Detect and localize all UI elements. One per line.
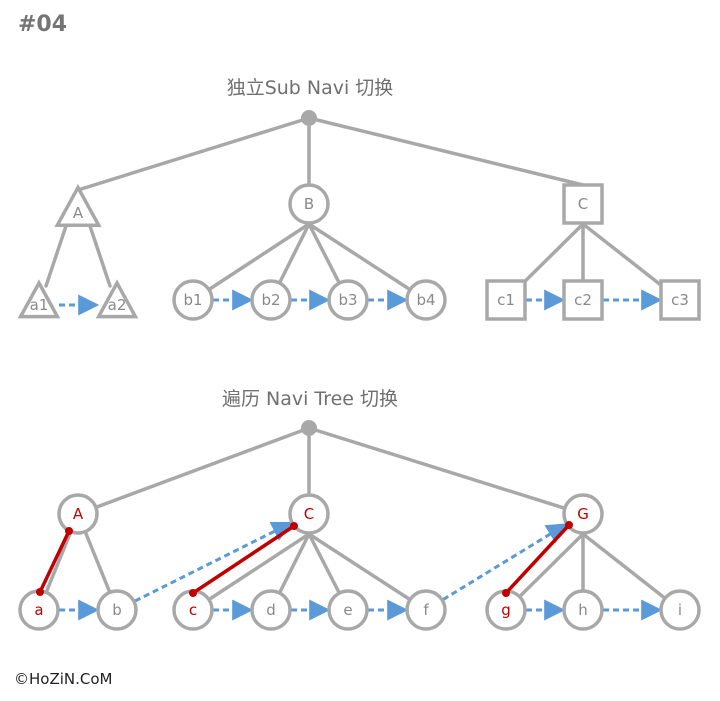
svg-text:b4: b4	[416, 291, 435, 309]
top-node-c2: c2	[562, 279, 604, 321]
svg-text:i: i	[678, 601, 682, 619]
svg-text:f: f	[423, 601, 429, 619]
svg-text:b3: b3	[338, 291, 357, 309]
bottom-edge-root-a	[76, 426, 311, 516]
svg-text:b: b	[112, 601, 122, 619]
red-link-g-G	[502, 521, 573, 597]
top-node-b4: b4	[405, 279, 447, 321]
top-node-c1: c1	[485, 279, 527, 321]
svg-text:B: B	[304, 195, 314, 213]
svg-text:G: G	[577, 505, 589, 523]
red-link-c-C	[189, 522, 298, 597]
top-edge-b-b1	[191, 222, 311, 302]
top-node-c: C	[562, 183, 604, 225]
top-node-a: A	[54, 183, 102, 228]
bottom-node-A-upper: A	[57, 493, 99, 535]
svg-text:c1: c1	[497, 291, 515, 309]
red-link-a-A	[36, 527, 73, 596]
svg-text:a1: a1	[30, 296, 49, 314]
bottom-node-e: e	[327, 589, 369, 631]
bottom-node-C-upper: C	[288, 493, 330, 535]
svg-text:d: d	[266, 601, 276, 619]
svg-text:b2: b2	[261, 291, 280, 309]
svg-text:C: C	[304, 505, 314, 523]
bottom-arrow-f-g	[442, 523, 568, 601]
top-edge-b-b4	[307, 222, 428, 302]
bottom-node-i: i	[659, 589, 701, 631]
bottom-node-G-upper: G	[562, 493, 604, 535]
svg-text:e: e	[343, 601, 352, 619]
svg-text:g: g	[501, 601, 511, 619]
bottom-node-d: d	[250, 589, 292, 631]
top-node-c3: c3	[659, 279, 701, 321]
bottom-node-b: b	[96, 589, 138, 631]
bottom-diagram-title: 遍历 Navi Tree 切换	[221, 388, 399, 410]
top-node-a2: a2	[95, 279, 139, 319]
bottom-edge-root-g	[307, 426, 585, 516]
svg-text:A: A	[73, 204, 84, 222]
bottom-node-f: f	[405, 589, 447, 631]
page-number-label: #04	[18, 12, 68, 37]
top-root-dot	[301, 110, 317, 126]
top-node-a1: a1	[17, 279, 61, 319]
svg-text:c2: c2	[574, 291, 592, 309]
copyright-label: ©HoZiN.CoM	[14, 670, 113, 688]
bottom-arrow-b-c	[134, 521, 294, 603]
svg-text:h: h	[578, 601, 588, 619]
svg-text:a: a	[34, 601, 43, 619]
bottom-node-a: a	[18, 589, 60, 631]
top-node-b3: b3	[327, 279, 369, 321]
top-node-b1: b1	[172, 279, 214, 321]
bottom-root-dot	[301, 420, 317, 436]
bottom-edge-c-f	[307, 532, 428, 612]
top-node-b2: b2	[250, 279, 292, 321]
svg-text:b1: b1	[183, 291, 202, 309]
top-edge-root-c	[307, 116, 585, 187]
svg-text:C: C	[578, 195, 588, 213]
bottom-edge-c-c	[191, 532, 311, 612]
svg-text:A: A	[73, 505, 84, 523]
svg-text:c3: c3	[671, 291, 689, 309]
bottom-node-h: h	[562, 589, 604, 631]
top-node-b: B	[288, 183, 330, 225]
top-diagram-title: 独立Sub Navi 切换	[226, 77, 394, 99]
svg-text:c: c	[189, 601, 197, 619]
top-edge-root-a	[76, 116, 311, 192]
svg-text:a2: a2	[108, 296, 127, 314]
